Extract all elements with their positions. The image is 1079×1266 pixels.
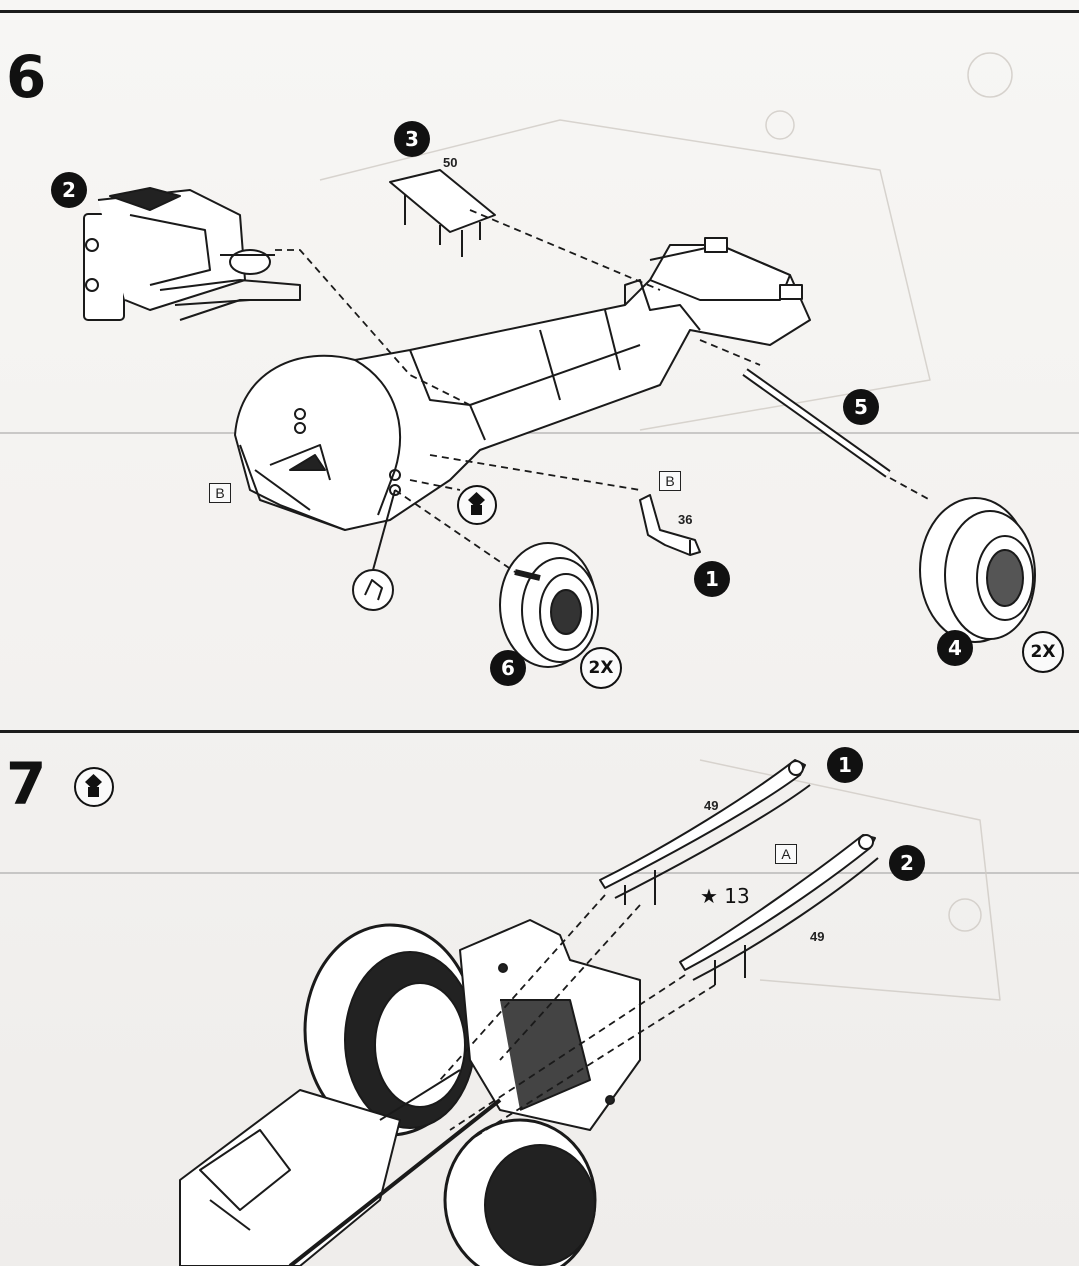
chassis-part <box>234 237 811 531</box>
fold-line-upper <box>0 432 1079 434</box>
step-7-part-number-49-lower: 49 <box>810 929 825 944</box>
cement-icon <box>457 485 497 525</box>
step-7-callout-2: 2 <box>889 845 925 881</box>
top-rule <box>0 10 1079 13</box>
seat-panel-part <box>389 169 496 257</box>
step-6-sprue-b-right: B <box>659 471 681 491</box>
rear-chassis-assembly <box>179 919 641 1266</box>
step-6-part-number-36: 36 <box>678 512 693 527</box>
step-6-part-number-50: 50 <box>443 155 458 170</box>
step-7-callout-1: 1 <box>827 747 863 783</box>
front-bracket-part <box>639 494 701 556</box>
step-7-number: 7 <box>6 750 47 818</box>
step-6-callout-1: 1 <box>694 561 730 597</box>
step-6-quantity-rear-wheels: 2X <box>1022 631 1064 673</box>
leaf-spring-part-2 <box>679 834 879 985</box>
front-wheel-part <box>499 542 599 668</box>
step-6-quantity-front-wheels: 2X <box>580 647 622 689</box>
rear-axle-part <box>742 368 891 478</box>
step-6-callout-6: 6 <box>490 650 526 686</box>
step-6-callout-5: 5 <box>843 389 879 425</box>
engine-part <box>83 187 301 321</box>
step-7-paint-note: ★ 13 <box>700 884 750 908</box>
step-7-sprue-a: A <box>775 844 797 864</box>
step-6-number: 6 <box>6 43 47 111</box>
step-7-part-number-49-upper: 49 <box>704 798 719 813</box>
leaf-spring-part-1 <box>599 759 811 905</box>
step-6-callout-2: 2 <box>51 172 87 208</box>
step-6-callout-3: 3 <box>394 121 430 157</box>
step-6-sprue-b-left: B <box>209 483 231 503</box>
cement-icon <box>74 767 114 807</box>
step-6-callout-4: 4 <box>937 630 973 666</box>
fold-line-lower <box>0 872 1079 874</box>
detail-magnifier <box>352 489 396 611</box>
section-divider <box>0 730 1079 733</box>
rear-wheel-part <box>919 497 1036 643</box>
